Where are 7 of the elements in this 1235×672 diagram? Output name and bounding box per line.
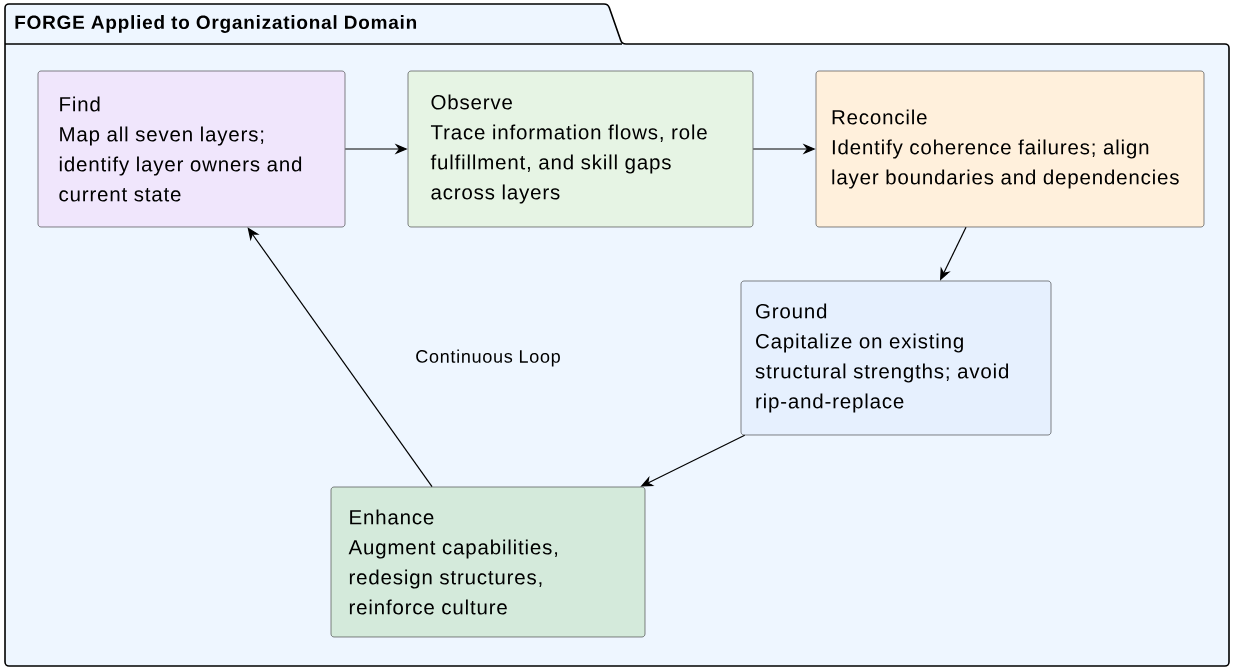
arrow <box>247 227 433 488</box>
process-box: Find Map all seven layers; identify layer owners and current state <box>37 70 346 228</box>
process-box: Enhance Augment capabilities, redesign structures, reinforce culture <box>330 486 646 638</box>
process-box: Ground Capitalize on existing structural strengths; avoid rip-and-replace <box>740 280 1052 436</box>
process-box: Observe Trace information flows, role fulfillment, and skill gaps across layers <box>407 70 754 228</box>
process-box: Reconcile Identify coherence failures; align layer boundaries and dependencies <box>815 70 1205 228</box>
loop-label: Continuous Loop <box>416 349 560 367</box>
